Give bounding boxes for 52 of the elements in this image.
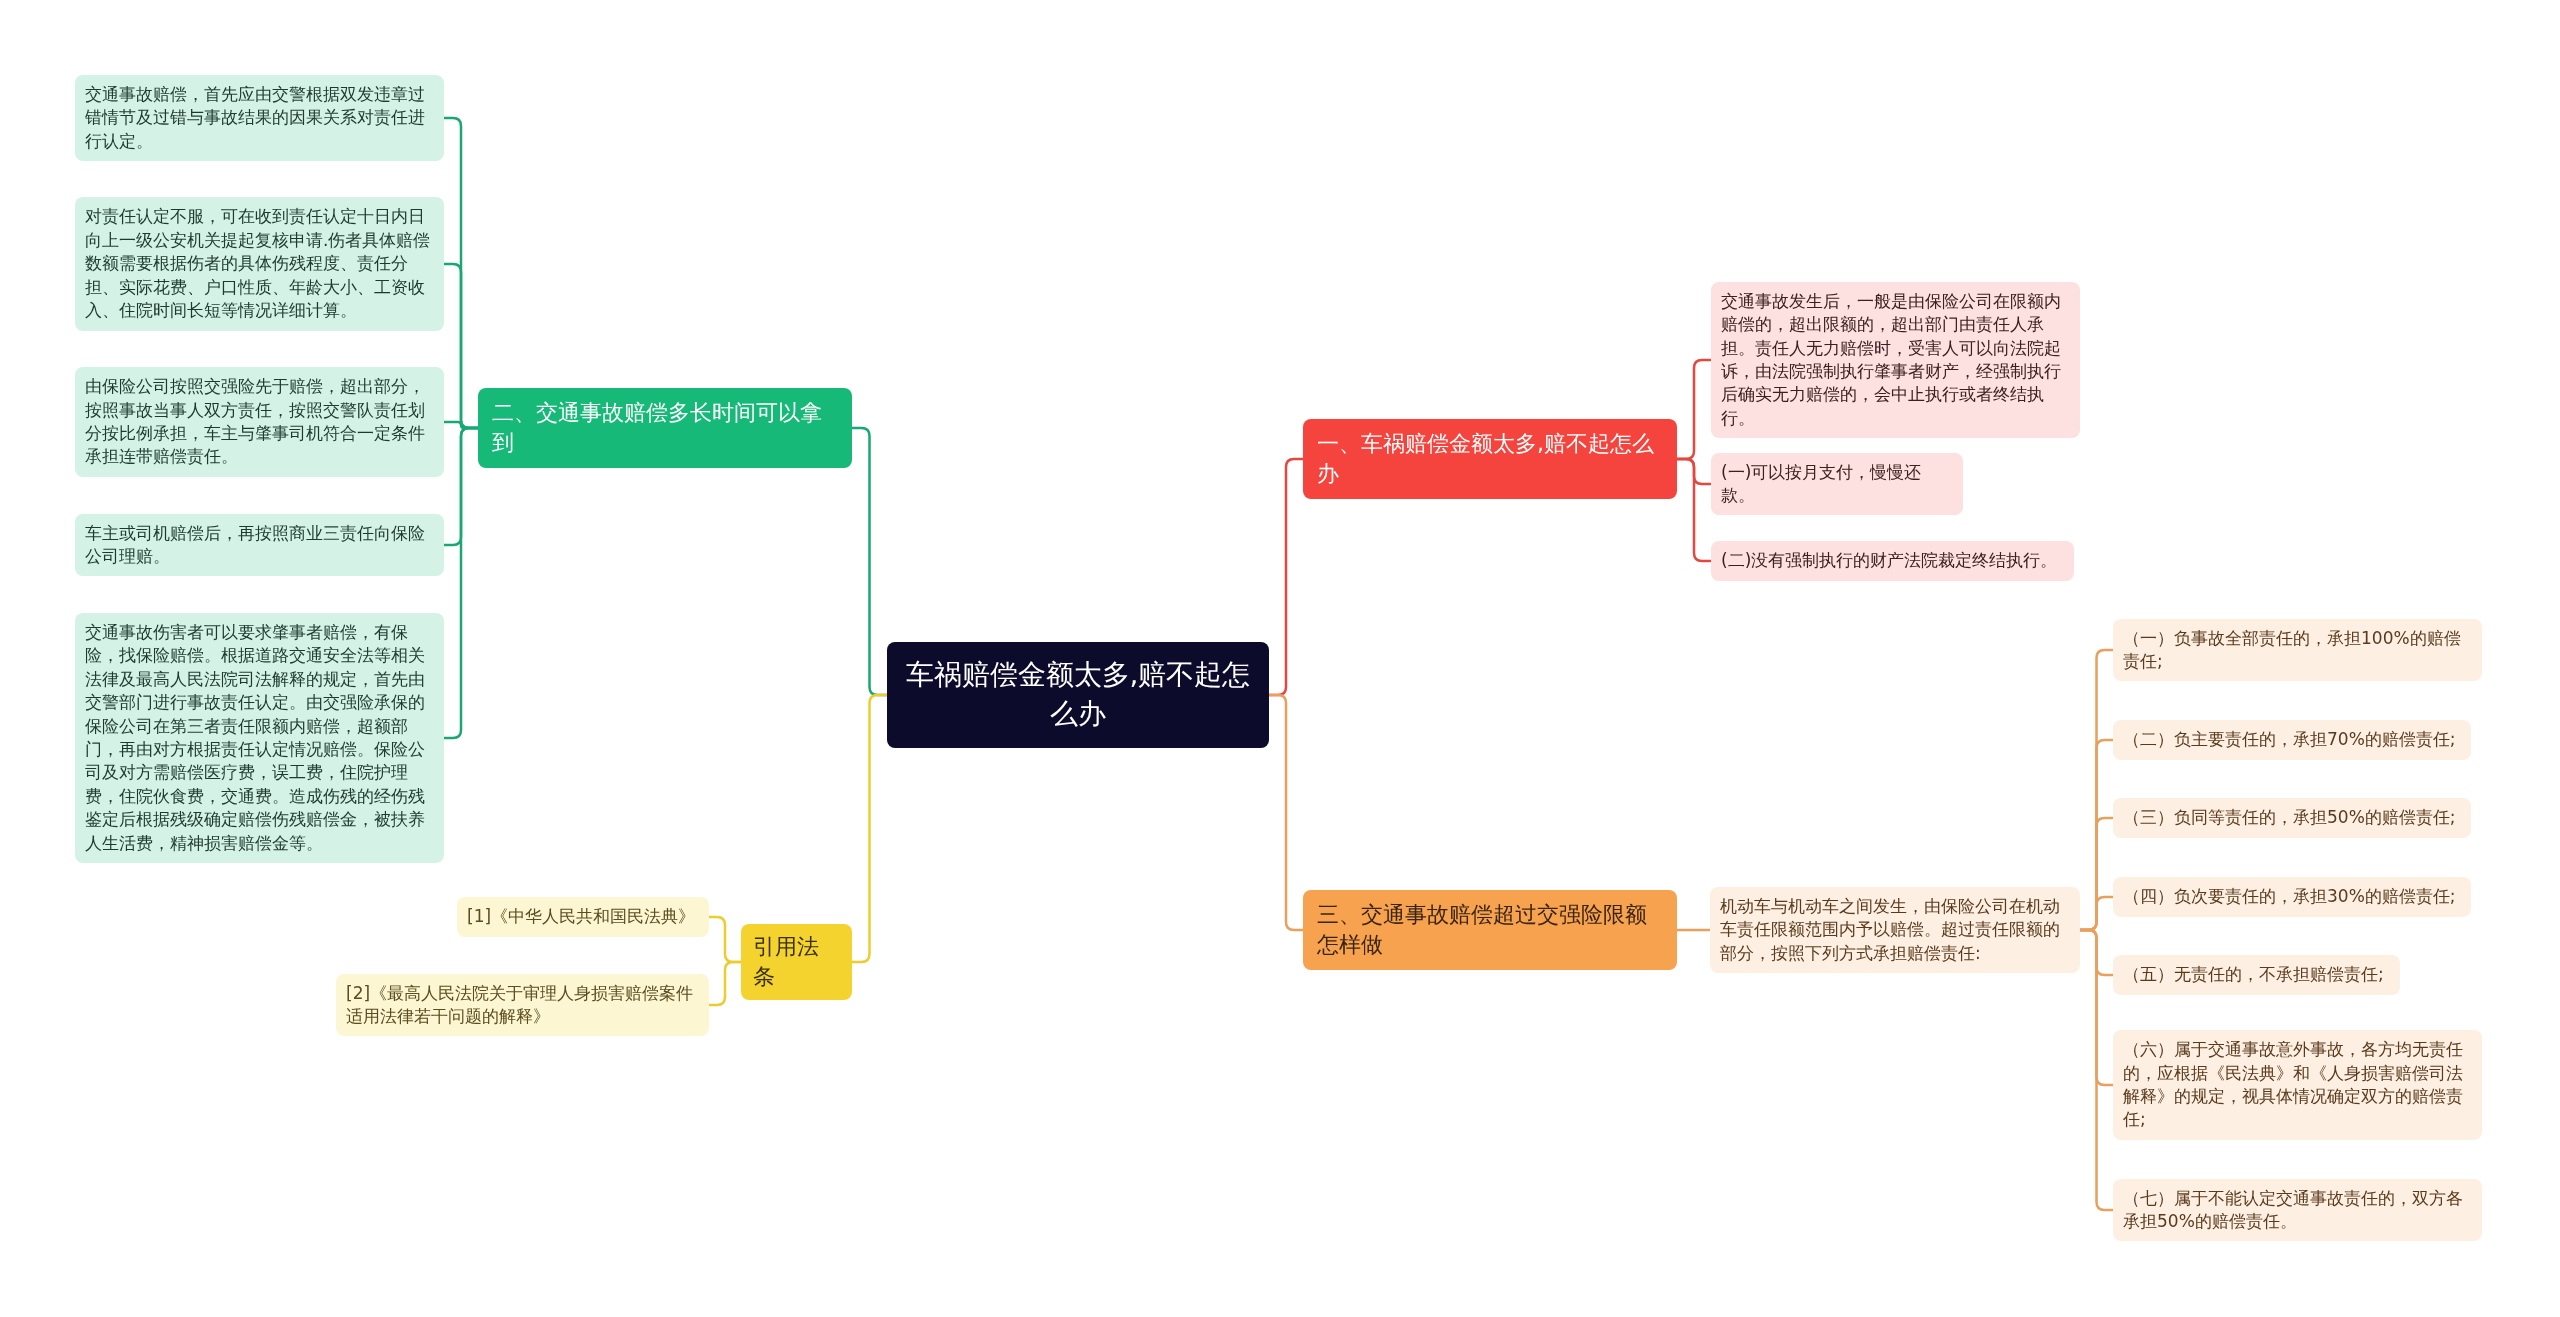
topic-text: 一、车祸赔偿金额太多,赔不起怎么办 [1317, 429, 1655, 488]
subtopic-box [1711, 281, 2080, 439]
connector-line [1677, 928, 1710, 932]
connector-line [709, 960, 741, 1007]
central-topic-box [887, 642, 1269, 748]
subtopic-box [2113, 1030, 2482, 1140]
topic-box [1303, 418, 1677, 500]
connector-line [2080, 928, 2113, 1212]
topic-text: 对责任认定不服，可在收到责任认定十日内日向上一级公安机关提起复核申请.伤者具体赔偿数额需要根据伤者的具体伤残程度、责任分担、实际花费、户口性质、年龄大小、工资收入、住院时间长短等情况详细计算。 [85, 205, 432, 323]
topic-text: 交通事故伤害者可以要求肇事者赔偿，有保险，找保险赔偿。根据道路交通安全法等相关法律及最高人民法院司法解释的规定，首先由交警部门进行事故责任认定。由交强险承保的保险公司在第三者责任限额内赔偿，超额部门，再由对方根据责任认定情况赔偿。保险公司及对方需赔偿医疗费，误工费，住院护理费，住院伙食费，交通费。造成伤残的经伤残鉴定后根据残级确定赔偿伤残赔偿金，被扶养人生活费，精神损害赔偿金等。 [85, 620, 426, 855]
subtopic-box [2113, 877, 2471, 917]
connector-line [1677, 457, 1711, 563]
subtopic-box [2113, 1178, 2482, 1242]
subtopic-box [75, 513, 444, 577]
topic-text: （六）属于交通事故意外事故，各方均无责任的，应根据《民法典》和《人身损害赔偿司法解释》的规定，视具体情况确定双方的赔偿责任; [2123, 1038, 2464, 1132]
connector-line [1269, 693, 1303, 932]
subtopic-box [75, 367, 444, 477]
topic-text: 交通事故发生后，一般是由保险公司在限额内赔偿的，超出限额的，超出部门由责任人承担。责任人无力赔偿时，受害人可以向法院起诉，由法院强制执行肇事者财产，经强制执行后确实无力赔偿的，会中止执行或者终结执行。 [1721, 289, 2062, 430]
topic-box [478, 387, 852, 469]
subtopic-box [1710, 886, 2080, 974]
connector-line [444, 426, 478, 740]
topic-text: 由保险公司按照交强险先于赔偿，超出部分，按照事故当事人双方责任，按照交警队责任划分按比例承担，车主与肇事司机符合一定条件承担连带赔偿责任。 [85, 375, 426, 469]
subtopic-box [1711, 541, 2074, 581]
topic-text: 车祸赔偿金额太多,赔不起怎么办 [905, 657, 1251, 732]
topic-text: （七）属于不能认定交通事故责任的，双方各承担50%的赔偿责任。 [2123, 1186, 2464, 1233]
topic-text: (二)没有强制执行的财产法院裁定终结执行。 [1721, 549, 2058, 573]
subtopic-box [1711, 452, 1963, 516]
subtopic-box [2113, 798, 2471, 838]
subtopic-box [2113, 618, 2482, 682]
topic-text: （二）负主要责任的，承担70%的赔偿责任; [2123, 728, 2456, 752]
topic-text: [2]《最高人民法院关于审理人身损害赔偿案件适用法律若干问题的解释》 [346, 981, 695, 1028]
subtopic-box [336, 973, 709, 1037]
topic-text: (一)可以按月支付，慢慢还款。 [1721, 460, 1923, 507]
topic-text: 机动车与机动车之间发生，由保险公司在机动车责任限额范围内予以赔偿。超过责任限额的部分，按照下列方式承担赔偿责任: [1720, 894, 2061, 965]
topic-text: （四）负次要责任的，承担30%的赔偿责任; [2123, 885, 2456, 909]
topic-text: 三、交通事故赔偿超过交强险限额怎样做 [1317, 900, 1648, 959]
topic-text: 车主或司机赔偿后，再按照商业三责任向保险公司理赔。 [85, 521, 426, 568]
topic-text: [1]《中华人民共和国民法典》 [467, 905, 696, 929]
topic-text: 交通事故赔偿，首先应由交警根据双发违章过错情节及过错与事故结果的因果关系对责任进行认定。 [85, 82, 426, 153]
topic-box [1303, 889, 1677, 971]
topic-box [741, 923, 852, 1001]
subtopic-box [457, 897, 709, 937]
connector-line [852, 693, 887, 964]
subtopic-box [75, 197, 444, 331]
subtopic-box [2113, 955, 2400, 995]
topic-text: （一）负事故全部责任的，承担100%的赔偿责任; [2123, 626, 2462, 673]
topic-text: 引用法条 [753, 932, 820, 991]
topic-text: 二、交通事故赔偿多长时间可以拿到 [492, 398, 823, 457]
topic-text: （三）负同等责任的，承担50%的赔偿责任; [2123, 806, 2456, 830]
subtopic-box [2113, 720, 2471, 760]
topic-text: （五）无责任的，不承担赔偿责任; [2123, 963, 2384, 987]
subtopic-box [75, 74, 444, 162]
